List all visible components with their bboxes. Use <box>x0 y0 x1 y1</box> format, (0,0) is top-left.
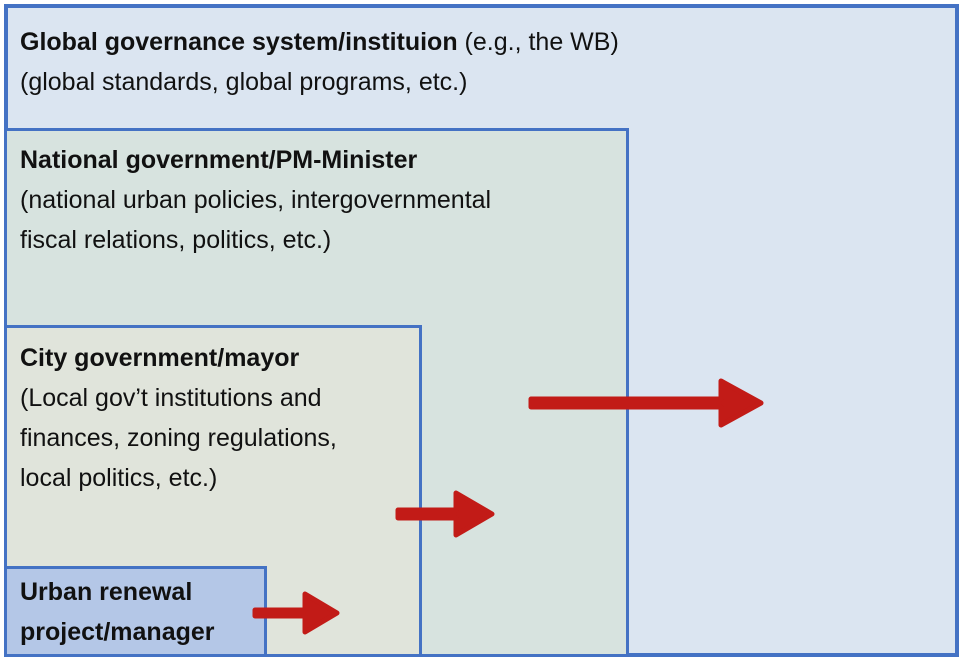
arrow-right-icon <box>528 378 764 428</box>
urban-renewal-project-label: Urban renewal project/manager <box>20 572 215 652</box>
city-government-label: City government/mayor (Local gov’t insti… <box>20 338 337 498</box>
global-title-line: Global governance system/instituion (e.g… <box>20 22 619 62</box>
global-subtitle: (global standards, global programs, etc.… <box>20 68 468 96</box>
project-title-line: project/manager <box>20 618 215 646</box>
city-title: City government/mayor <box>20 344 300 372</box>
city-subtitle-line: finances, zoning regulations, <box>20 424 337 452</box>
national-subtitle-line: (national urban policies, intergovernmen… <box>20 186 492 214</box>
project-title-line: Urban renewal <box>20 578 193 606</box>
arrow-right-icon <box>252 591 340 635</box>
national-subtitle-line: fiscal relations, politics, etc.) <box>20 226 332 254</box>
national-government-label: National government/PM-Minister (nationa… <box>20 140 491 260</box>
global-governance-label: Global governance system/instituion (e.g… <box>20 22 619 102</box>
arrow-right-icon <box>395 490 495 538</box>
city-subtitle-line: (Local gov’t institutions and <box>20 384 322 412</box>
city-subtitle-line: local politics, etc.) <box>20 464 218 492</box>
national-title: National government/PM-Minister <box>20 146 418 174</box>
global-title: Global governance system/instituion <box>20 28 458 56</box>
global-title-suffix: (e.g., the WB) <box>457 28 619 56</box>
